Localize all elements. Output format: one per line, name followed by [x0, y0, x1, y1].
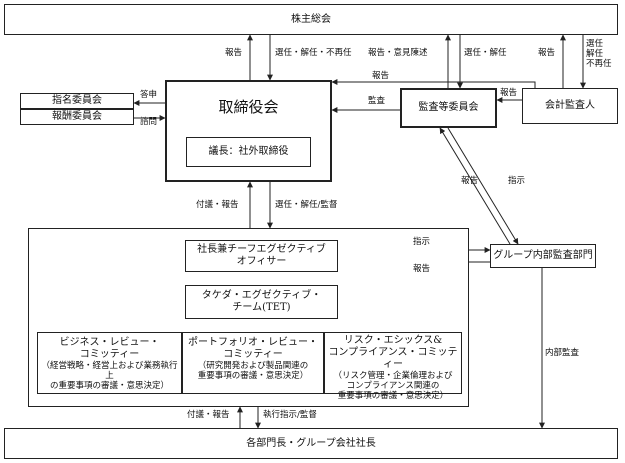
divisions-label: 各部門長・グループ会社社長 [246, 437, 376, 449]
committee-desc-line: 重要事項の審議・意思決定） [197, 371, 309, 382]
nomination-committee-box: 指名委員会 [20, 93, 134, 109]
compensation-committee-label: 報酬委員会 [52, 111, 102, 122]
edge-label-exec-instruct: 執行指示/監督 [263, 410, 317, 420]
divisions-box: 各部門長・グループ会社社長 [4, 428, 618, 459]
committee-title-line1: ポートフォリオ・レビュー・ [188, 337, 318, 348]
committee-desc-line: （経営戦略・経営上および業務執行上 [41, 361, 178, 382]
edge-label-appoint-board: 選任・解任・不再任 [275, 48, 352, 58]
nomination-committee-label: 指名委員会 [52, 95, 102, 106]
tet-label-line1: タケダ・エグゼクティブ・ [201, 290, 322, 301]
ceo-label-line1: 社長兼チーフエグゼクティブ [197, 244, 326, 255]
business-review-committee-box: ビジネス・レビュー・ コミッティー （経営戦略・経営上および業務執行上 の重要事… [37, 332, 182, 394]
committee-desc-line: コンプライアンス関連の [346, 381, 440, 392]
chair-box: 議長：社外取締役 [186, 137, 311, 167]
committee-desc-line: の重要事項の審議・意思決定） [49, 381, 169, 392]
group-internal-audit-label: グループ内部監査部門 [493, 250, 593, 261]
tet-box: タケダ・エグゼクティブ・ チーム(TET) [185, 285, 338, 319]
edge-label-inquiry: 諮問 [140, 117, 158, 127]
edge-label-report-back: 報告 [413, 264, 431, 274]
committee-title-line2: コミッティー [79, 349, 140, 360]
auditor-appoint-line: 不再任 [586, 58, 612, 69]
edge-label-instruct-diag: 指示 [508, 176, 526, 186]
edge-label-submit-report: 付議・報告 [196, 200, 239, 210]
committee-desc-line: （研究開発および製品関連の [197, 361, 309, 371]
committee-title-line2: コミッティー [223, 349, 283, 360]
edge-label-report-opinion: 報告・意見陳述 [368, 48, 428, 58]
edge-label-report-to-board: 報告 [372, 71, 390, 81]
edge-label-report2: 報告 [538, 48, 556, 58]
edge-label-report: 報告 [225, 48, 243, 58]
chair-label: 議長：社外取締役 [208, 146, 289, 157]
edge-label-appoint-audit: 選任・解任 [464, 48, 507, 58]
committee-desc-line: 重要事項の審議・意思決定） [337, 391, 449, 402]
edge-label-submit-report2: 付議・報告 [187, 410, 230, 420]
committee-title-line1: ビジネス・レビュー・ [59, 337, 160, 348]
audit-committee-label: 監査等委員会 [418, 102, 479, 113]
ceo-box: 社長兼チーフエグゼクティブ オフィサー [185, 240, 338, 272]
board-title: 取締役会 [218, 98, 279, 116]
shareholders-meeting-box: 株主総会 [4, 4, 618, 35]
portfolio-review-committee-box: ポートフォリオ・レビュー・ コミッティー （研究開発および製品関連の 重要事項の… [182, 332, 324, 394]
edge-label-report-auditor: 報告 [500, 88, 518, 98]
audit-committee-box: 監査等委員会 [400, 88, 497, 128]
auditor-appoint-line: 選任 [586, 39, 604, 49]
shareholders-meeting-label: 株主総会 [291, 13, 331, 25]
edge-label-instruct: 指示 [413, 237, 431, 247]
group-internal-audit-box: グループ内部監査部門 [490, 244, 596, 268]
accounting-auditor-box: 会計監査人 [522, 88, 618, 124]
edge-label-internal-audit: 内部監査 [545, 348, 580, 358]
committee-title-line2: コンプライアンス・コミッティー [328, 347, 458, 370]
tet-label-line2: チーム(TET) [232, 302, 291, 313]
committee-desc-line: （リスク管理・企業倫理および [333, 371, 453, 381]
committee-title-line1: リスク・エシックス& [343, 335, 443, 346]
edge-label-audit: 監査 [368, 96, 386, 106]
accounting-auditor-label: 会計監査人 [545, 100, 595, 111]
ceo-label-line2: オフィサー [236, 256, 287, 267]
edge-label-auditor-appoint: 選任 解任 不再任 [586, 39, 612, 69]
board-of-directors-box: 取締役会 議長：社外取締役 [165, 80, 332, 182]
auditor-appoint-line: 解任 [586, 48, 604, 59]
edge-label-appoint-supervise: 選任・解任/監督 [275, 200, 338, 210]
edge-label-consult: 答申 [140, 90, 158, 100]
edge-label-report-diag: 報告 [461, 176, 479, 186]
risk-ethics-compliance-committee-box: リスク・エシックス& コンプライアンス・コミッティー （リスク管理・企業倫理およ… [324, 332, 462, 401]
compensation-committee-box: 報酬委員会 [20, 109, 134, 125]
